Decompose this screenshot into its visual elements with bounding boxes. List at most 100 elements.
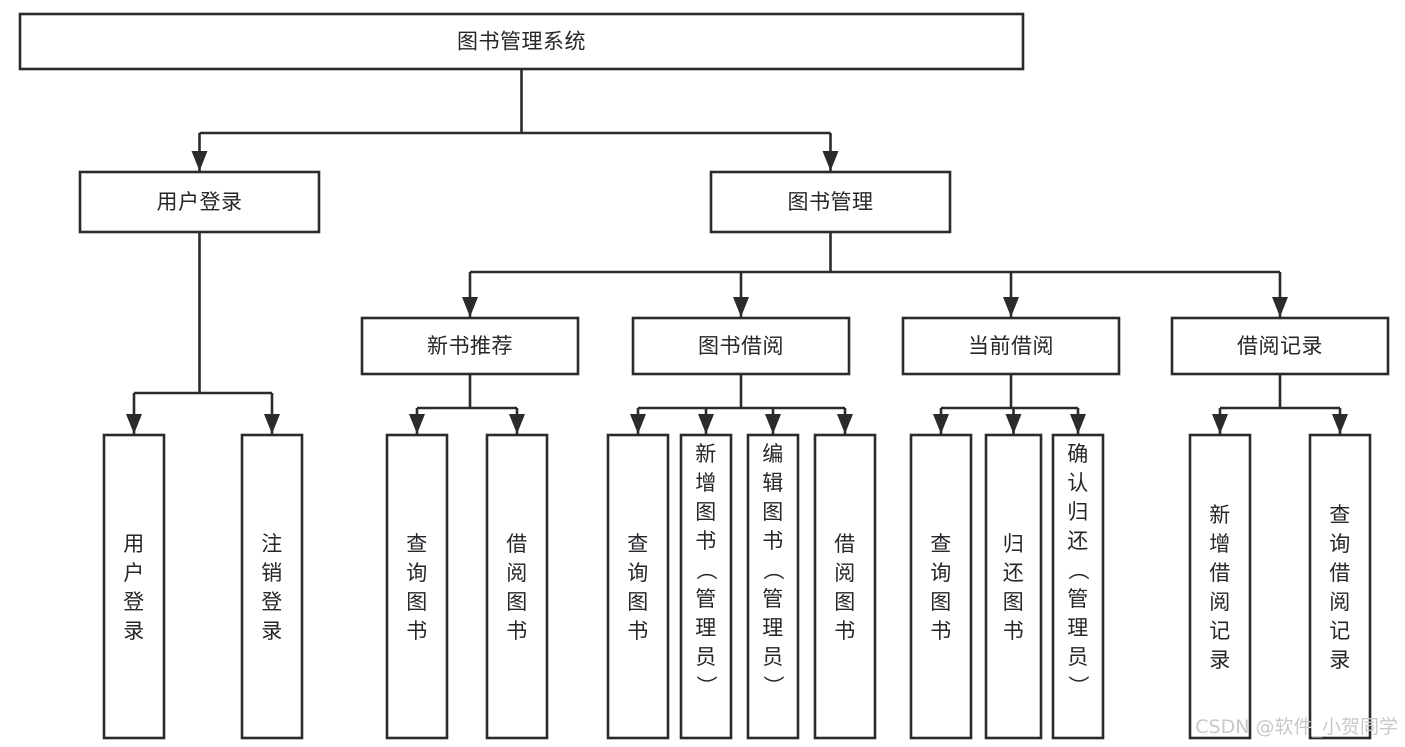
arrowhead-icon xyxy=(1005,414,1022,434)
arrowhead-icon xyxy=(1332,414,1348,434)
node-l2-label: 图书管理 xyxy=(788,190,874,214)
node-label-char: 录 xyxy=(1209,648,1231,672)
arrowhead-icon xyxy=(933,414,949,434)
node-label-char: 询 xyxy=(406,561,428,585)
node-l3-label: 图书借阅 xyxy=(698,334,784,358)
csdn-watermark: CSDN @软件_小贺同学 xyxy=(1195,716,1398,738)
node-label-char: 归 xyxy=(1003,532,1025,556)
node-label-char: 借 xyxy=(1209,561,1231,585)
node-label-char: 理 xyxy=(695,616,717,640)
node-label-char: 询 xyxy=(930,561,952,585)
node-leaf-查询图书[interactable] xyxy=(606,433,670,740)
node-leaf-用户登录[interactable] xyxy=(102,433,166,740)
node-label-char: 增 xyxy=(695,471,717,495)
node-label-char: 录 xyxy=(261,619,283,643)
node-label-char: 确 xyxy=(1067,442,1089,466)
node-label-char: 记 xyxy=(1209,619,1231,643)
node-l3-新书推荐[interactable] xyxy=(360,316,580,376)
arrowhead-icon xyxy=(126,414,142,434)
arrowhead-icon xyxy=(733,297,749,317)
node-l3-当前借阅[interactable] xyxy=(901,316,1121,376)
arrowhead-icon xyxy=(462,297,478,317)
node-label-char: 询 xyxy=(627,561,649,585)
node-labels: 图书管理系统用户登录图书管理新书推荐图书借阅当前借阅借阅记录用户登录注销登录查询… xyxy=(123,30,1351,697)
node-label-char: 阅 xyxy=(834,561,856,585)
node-label-char: （ xyxy=(761,559,785,581)
node-l3-label: 当前借阅 xyxy=(968,334,1054,358)
node-label-char: 书 xyxy=(406,619,428,643)
node-label-char: （ xyxy=(1066,559,1090,581)
arrowhead-icon xyxy=(837,414,853,434)
arrowhead-icon xyxy=(509,414,525,434)
node-label-char: 图 xyxy=(834,590,856,614)
node-label-char: 还 xyxy=(1067,529,1089,553)
node-label-char: 员 xyxy=(695,645,717,669)
node-label-char: 询 xyxy=(1329,532,1351,556)
node-label-char: 图 xyxy=(930,590,952,614)
node-label-char: 图 xyxy=(506,590,528,614)
node-leaf-查询图书[interactable] xyxy=(385,433,449,740)
node-label-char: 管 xyxy=(1067,587,1089,611)
node-leaf-归还图书[interactable] xyxy=(984,433,1043,740)
node-root-label: 图书管理系统 xyxy=(457,30,586,54)
node-l3-借阅记录[interactable] xyxy=(1170,316,1390,376)
node-leaf-借阅图书[interactable] xyxy=(485,433,549,740)
node-leaf-确认归还（管理员）[interactable] xyxy=(1051,433,1105,740)
node-root-图书管理系统[interactable] xyxy=(18,12,1025,71)
node-label-char: 图 xyxy=(1003,590,1025,614)
arrowhead-icon xyxy=(1272,297,1288,317)
node-label-char: 用 xyxy=(123,532,145,556)
node-leaf-新增图书（管理员）[interactable] xyxy=(679,433,733,740)
node-l3-label: 借阅记录 xyxy=(1237,334,1323,358)
node-leaf-注销登录[interactable] xyxy=(240,433,304,740)
node-label-char: 记 xyxy=(1329,619,1351,643)
node-label-char: 书 xyxy=(762,529,784,553)
node-label-char: （ xyxy=(694,559,718,581)
node-label-char: 增 xyxy=(1209,532,1231,556)
node-leaf-借阅图书[interactable] xyxy=(813,433,877,740)
node-label-char: 管 xyxy=(762,587,784,611)
node-l3-图书借阅[interactable] xyxy=(631,316,851,376)
node-label-char: 户 xyxy=(123,561,145,585)
node-leaf-编辑图书（管理员）[interactable] xyxy=(746,433,800,740)
node-leaf-新增借阅记录[interactable] xyxy=(1188,433,1252,740)
node-l3-label: 新书推荐 xyxy=(427,334,513,358)
arrowhead-icon xyxy=(1070,414,1086,434)
node-label-char: 书 xyxy=(834,619,856,643)
node-label-char: 书 xyxy=(695,529,717,553)
node-label-char: 认 xyxy=(1067,471,1089,495)
node-label-char: 理 xyxy=(1067,616,1089,640)
node-label-char: 借 xyxy=(834,532,856,556)
node-label-char: 新 xyxy=(695,442,717,466)
node-label-char: 阅 xyxy=(1209,590,1231,614)
node-label-char: 查 xyxy=(406,532,428,556)
arrowhead-icon xyxy=(409,414,425,434)
node-label-char: 书 xyxy=(1003,619,1025,643)
node-label-char: 查 xyxy=(1329,503,1351,527)
node-label-char: ） xyxy=(1066,675,1090,697)
node-label-char: 录 xyxy=(1329,648,1351,672)
node-label-char: 图 xyxy=(695,500,717,524)
node-label-char: 图 xyxy=(762,500,784,524)
node-label-char: 阅 xyxy=(1329,590,1351,614)
node-leaf-查询图书[interactable] xyxy=(909,433,973,740)
node-label-char: 图 xyxy=(406,590,428,614)
node-label-char: 阅 xyxy=(506,561,528,585)
node-label-char: 员 xyxy=(762,645,784,669)
node-leaf-查询借阅记录[interactable] xyxy=(1308,433,1372,740)
node-l2-用户登录[interactable] xyxy=(78,170,321,234)
node-label-char: 管 xyxy=(695,587,717,611)
node-label-char: 查 xyxy=(627,532,649,556)
node-l2-图书管理[interactable] xyxy=(709,170,952,234)
arrowhead-icon xyxy=(698,414,714,434)
node-label-char: 理 xyxy=(762,616,784,640)
